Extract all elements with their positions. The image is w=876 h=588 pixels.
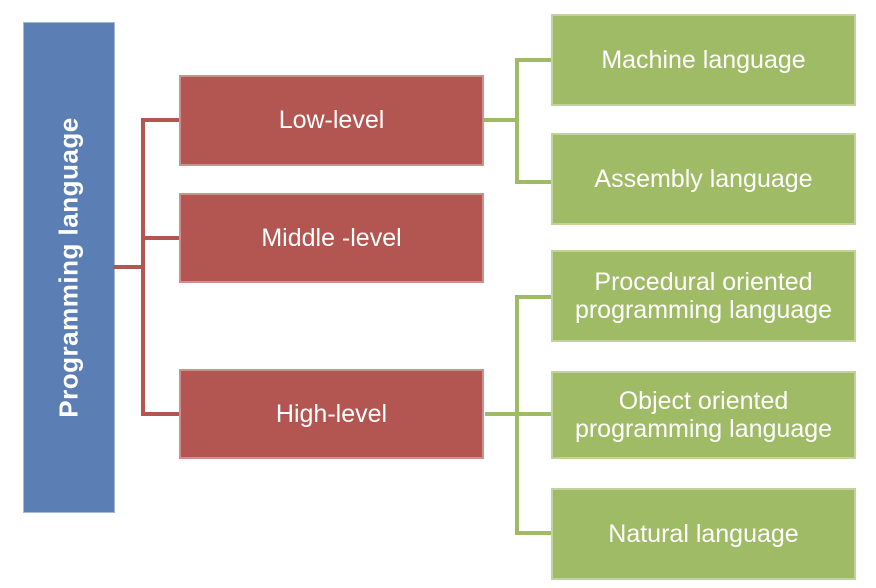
node-label: Object oriented programming language: [574, 387, 833, 443]
node-label: Machine language: [601, 46, 806, 74]
connector-stub-procedural: [515, 295, 551, 299]
node-middle-level: Middle -level: [179, 193, 484, 283]
node-label: Programming language: [53, 117, 84, 418]
connector-low-level-spine: [515, 58, 519, 184]
node-assembly-language: Assembly language: [551, 133, 856, 225]
connector-low-level-out: [484, 118, 519, 122]
node-high-level: High-level: [179, 369, 484, 459]
connector-stub-middle-level: [141, 236, 179, 240]
connector-stub-natural-language: [515, 531, 551, 535]
connector-stub-high-level: [141, 412, 179, 416]
node-machine-language: Machine language: [551, 14, 856, 106]
node-label: Assembly language: [594, 165, 813, 193]
node-label: High-level: [275, 399, 388, 428]
node-programming-language: Programming language: [23, 22, 115, 513]
connector-high-level-spine: [515, 295, 519, 535]
node-procedural-oriented: Procedural oriented programming language: [551, 250, 856, 342]
node-label: Procedural oriented programming language: [574, 268, 833, 324]
node-object-oriented: Object oriented programming language: [551, 371, 856, 459]
connector-root-trunk: [113, 265, 145, 269]
node-label: Natural language: [608, 520, 799, 548]
node-natural-language: Natural language: [551, 488, 856, 580]
connector-branch-spine: [141, 118, 145, 416]
connector-stub-machine-language: [515, 58, 551, 62]
connector-stub-low-level: [141, 118, 179, 122]
node-low-level: Low-level: [179, 75, 484, 166]
node-label: Middle -level: [261, 223, 402, 252]
connector-stub-assembly-language: [515, 180, 551, 184]
node-label: Low-level: [278, 106, 385, 134]
